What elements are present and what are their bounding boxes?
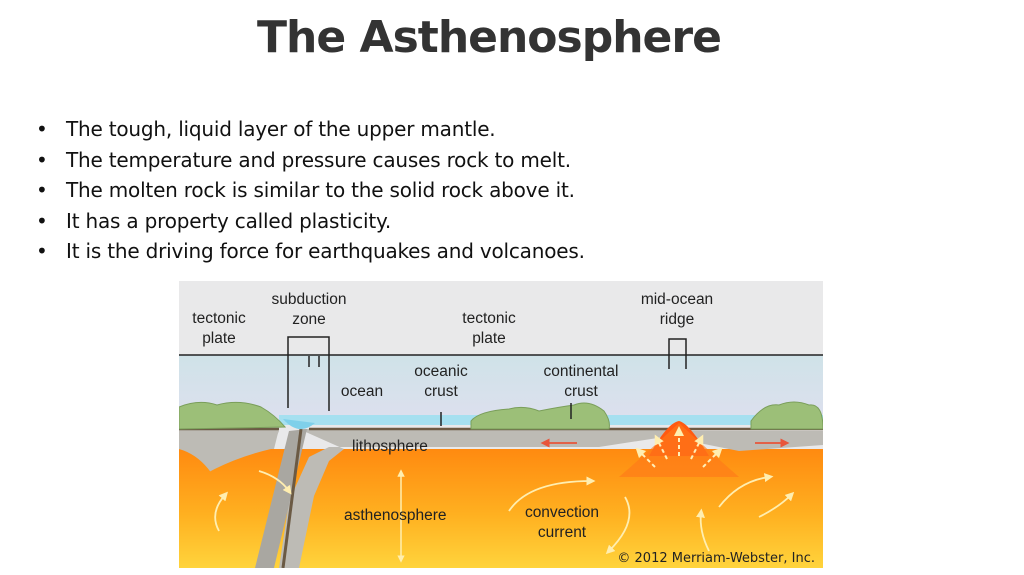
diagram-svg: tectonic plate subduction zone tectonic … [179,281,823,568]
bullet-item: • It has a property called plasticity. [36,206,585,237]
land-continent [470,402,610,430]
label-oceanic-crust-2: crust [424,383,458,400]
copyright-notice: © 2012 Merriam-Webster, Inc. [617,551,815,566]
label-asthenosphere: asthenosphere [344,507,447,524]
bullet-text: The temperature and pressure causes rock… [66,147,571,172]
bullet-item: • The tough, liquid layer of the upper ma… [36,114,585,145]
subducting-slab [255,429,307,568]
ridge-glow [619,423,739,477]
bullet-item: • The temperature and pressure causes roc… [36,145,585,176]
bullet-text: It is the driving force for earthquakes … [66,239,585,263]
label-subduction-zone-2: zone [292,311,326,328]
bullet-item: • The molten rock is similar to the solid… [36,175,585,206]
plume-arrows [635,426,723,468]
label-lithosphere: lithosphere [352,438,428,455]
label-ocean: ocean [341,383,383,400]
bullet-dot-icon: • [36,239,48,263]
label-continental-crust: continental [544,363,619,380]
label-continental-crust-2: crust [564,383,598,400]
bullet-text: It has a property called plasticity. [66,208,391,233]
asthenosphere-left-corner [179,449,239,568]
label-mid-ocean-ridge: mid-ocean [641,291,713,308]
bullet-dot-icon: • [36,117,48,141]
bullet-dot-icon: • [36,147,48,172]
label-subduction-zone: subduction [272,291,347,308]
bullet-text: The molten rock is similar to the solid … [66,178,575,202]
bullet-dot-icon: • [36,208,48,233]
bullet-list: • The tough, liquid layer of the upper ma… [36,114,585,267]
lithosphere-far-right [689,431,823,451]
label-mid-ocean-ridge-2: ridge [660,311,694,328]
label-tectonic-plate-left: tectonic [192,310,246,327]
bullet-dot-icon: • [36,178,48,202]
land-left [179,401,287,430]
leader-lines [287,336,687,426]
bullet-item: • It is the driving force for earthquakes… [36,236,585,267]
label-tectonic-plate-mid: tectonic [462,310,516,327]
label-convection-current: convection [525,504,599,521]
label-oceanic-crust: oceanic [414,363,468,380]
convection-arrows [214,470,795,555]
asthenosphere-diagram: tectonic plate subduction zone tectonic … [179,281,823,568]
lithosphere-left-wedge [179,431,279,491]
slab-edge [281,428,303,568]
trench-water [283,419,315,430]
land-right [750,401,823,430]
bullet-text: The tough, liquid layer of the upper man… [66,117,496,141]
label-tectonic-plate-left-2: plate [202,330,236,347]
label-convection-current-2: current [538,524,587,541]
label-tectonic-plate-mid-2: plate [472,330,506,347]
slide-title: The Asthenosphere [257,12,722,63]
